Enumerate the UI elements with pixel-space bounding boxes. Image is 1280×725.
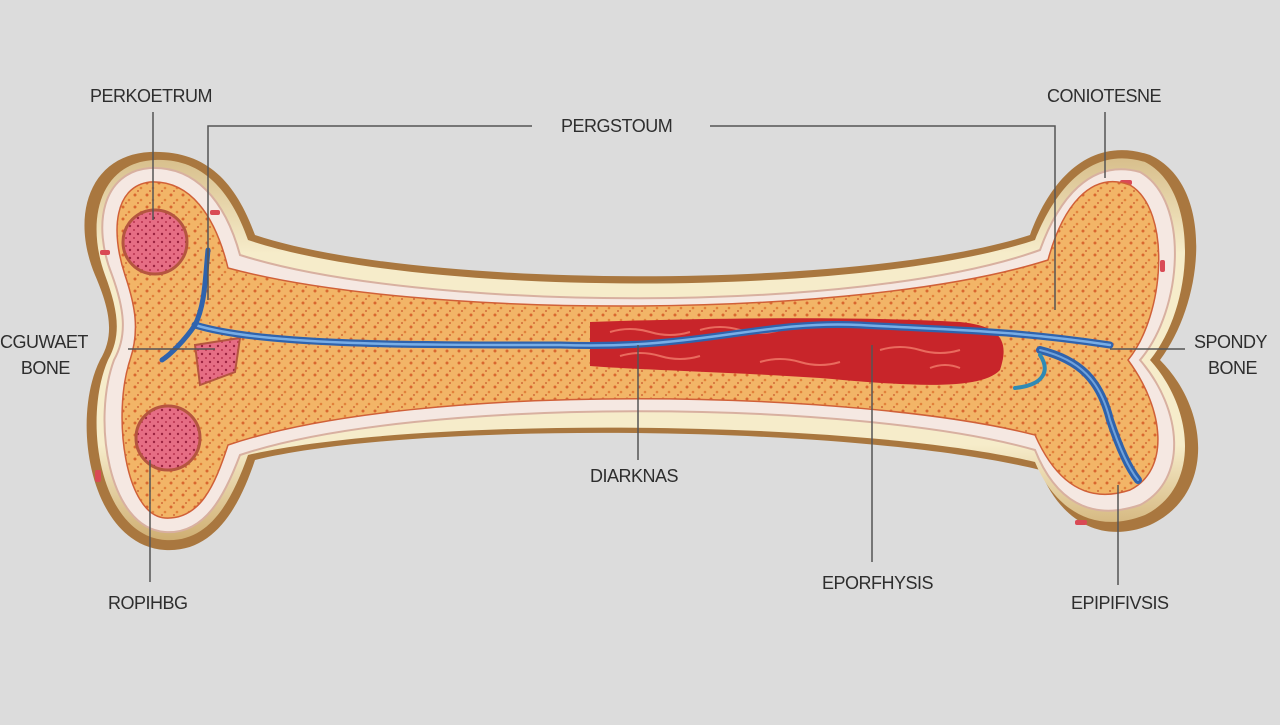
label-top-left: PERKOETRUM <box>90 86 213 106</box>
label-right-line1: SPONDY <box>1194 332 1268 352</box>
leader-lines <box>128 112 1185 585</box>
label-top-right: CONIOTESNE <box>1047 86 1162 106</box>
label-right-line2: BONE <box>1208 358 1258 378</box>
ossification-centers <box>121 208 242 472</box>
marrow-cavity <box>590 318 1004 385</box>
label-center-bottom: DIARKNAS <box>590 466 679 486</box>
label-bottom-left: ROPIHBG <box>108 593 188 613</box>
label-left-line2: BONE <box>20 358 71 378</box>
label-bottom-middle: EPORFHYSIS <box>822 573 934 593</box>
blood-vessel <box>159 247 1142 484</box>
label-left-line1: CGUWAET <box>0 332 88 352</box>
label-top-center: PERGSTOUM <box>561 116 673 136</box>
label-bottom-right: EPIPIFIVSIS <box>1071 593 1169 613</box>
label-left-compact-bone: CGUWAET BONE <box>0 329 88 381</box>
label-right-spongy-bone: SPONDY BONE <box>1194 329 1268 381</box>
